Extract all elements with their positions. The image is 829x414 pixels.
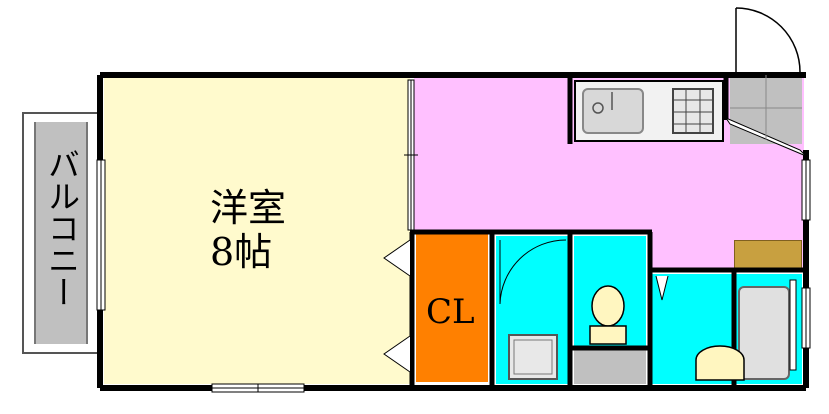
inner-walls — [409, 75, 806, 388]
sink-faucet — [592, 92, 613, 114]
washbasin — [695, 345, 745, 381]
western-room — [104, 78, 410, 384]
closet — [416, 234, 488, 382]
sink — [582, 88, 644, 134]
bathtub — [738, 286, 790, 380]
washroom-door — [499, 239, 567, 305]
balcony: バルコニー — [22, 112, 100, 354]
entrance-tile-grid — [730, 75, 802, 140]
right-windows — [801, 159, 811, 349]
washbasin-door — [655, 275, 669, 301]
balcony-label: バルコニー — [43, 148, 81, 308]
stove — [672, 88, 714, 134]
room-partition — [404, 79, 418, 231]
western-room-name: 洋室 — [210, 186, 287, 230]
closet-label: CL — [426, 292, 475, 332]
balcony-fill — [34, 122, 88, 344]
balcony-window — [96, 159, 106, 311]
washer — [508, 334, 558, 380]
toilet-storage — [574, 350, 646, 384]
western-room-size: 8帖 — [210, 230, 273, 274]
bottom-window — [211, 383, 305, 393]
stove-grid — [674, 90, 712, 132]
bath-door — [789, 279, 797, 371]
closet-doors — [383, 239, 411, 373]
washer-drum — [513, 339, 553, 375]
entrance-door — [735, 7, 801, 73]
toilet — [589, 285, 627, 345]
